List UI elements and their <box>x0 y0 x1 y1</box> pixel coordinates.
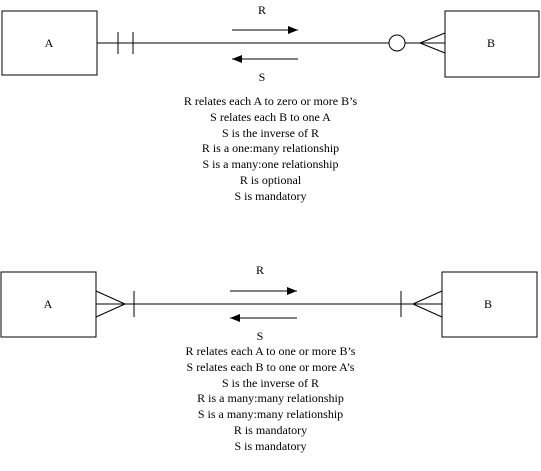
description-line: S relates each B to one A <box>210 109 331 124</box>
crows-foot-many-marker-right <box>412 290 443 318</box>
entity-a-label: A <box>44 297 53 311</box>
entity-b-label: B <box>484 297 492 311</box>
description-line: S is the inverse of R <box>222 125 319 140</box>
relation-forward-label: R <box>258 3 266 17</box>
description-bottom: R relates each A to one or more B’s S re… <box>0 344 541 455</box>
one-mandatory-marker <box>117 32 134 54</box>
relation-forward-label: R <box>256 263 264 277</box>
entity-b-box <box>444 10 540 78</box>
entity-a-label: A <box>45 36 54 50</box>
diagram-bottom: A B R S <box>0 263 538 343</box>
relation-reverse-label: S <box>257 329 264 343</box>
entity-a-box <box>1 10 98 76</box>
description-line: R is a many:many relationship <box>197 391 344 406</box>
description-line: S is mandatory <box>234 438 307 453</box>
crows-foot-many-marker-left <box>95 290 126 318</box>
crows-foot-many-marker <box>405 32 446 54</box>
relation-reverse-label: S <box>259 70 266 84</box>
description-line: S is a many:many relationship <box>197 407 344 422</box>
optional-circle-marker <box>388 34 406 52</box>
description-line: R is mandatory <box>233 422 308 437</box>
description-line: R relates each A to zero or more B’s <box>183 94 358 108</box>
description-top: R relates each A to zero or more B’s S r… <box>0 94 541 205</box>
description-line: S is the inverse of R <box>222 375 319 390</box>
diagram-top: A B R S <box>1 3 540 84</box>
description-line: S is mandatory <box>234 188 307 203</box>
description-line: S relates each B to one or more A’s <box>186 359 355 374</box>
description-line: S is a many:one relationship <box>202 157 339 172</box>
description-line: R relates each A to one or more B’s <box>185 344 356 358</box>
description-line: R is a one:many relationship <box>201 141 340 156</box>
entity-b-label: B <box>487 36 495 50</box>
description-line: R is optional <box>239 172 302 187</box>
